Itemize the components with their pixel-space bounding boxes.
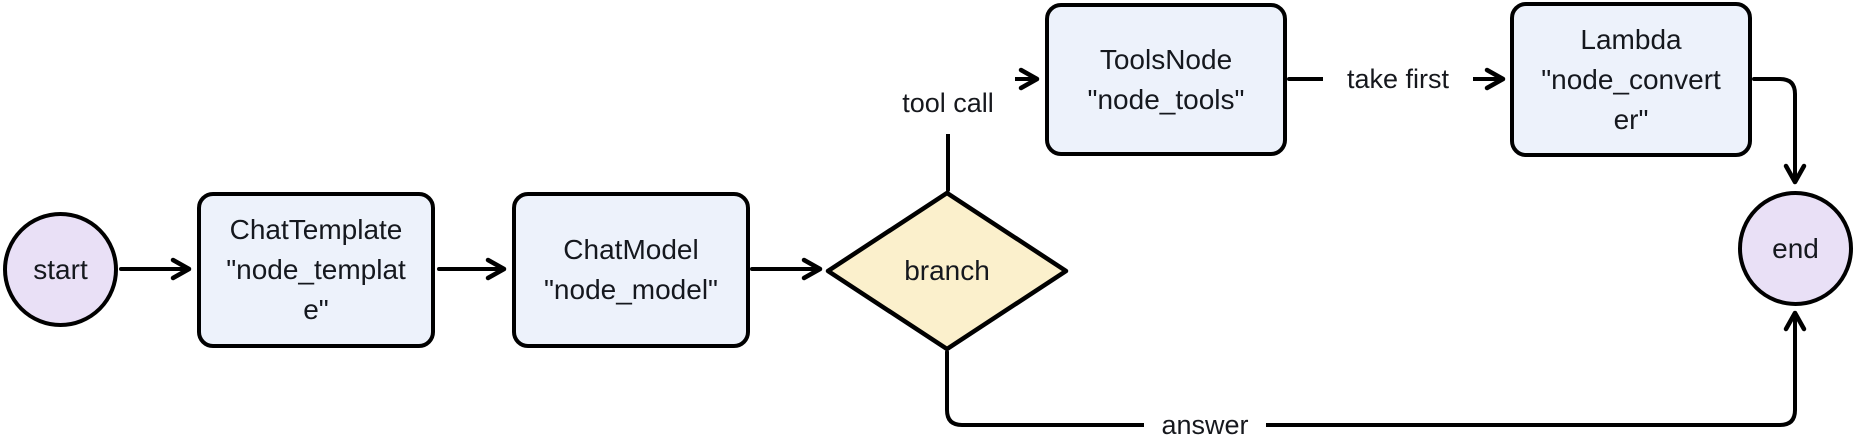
chat-template-node-name: "node_template" xyxy=(226,254,406,325)
end-node: end xyxy=(1738,191,1853,306)
lambda-converter-node-name: "node_converter" xyxy=(1541,63,1721,135)
edge-label-answer: answer xyxy=(1144,405,1266,440)
tools-node-type: ToolsNode xyxy=(1099,43,1233,75)
chat-template-node-type: ChatTemplate xyxy=(229,214,403,245)
edge-label-take-first: take first xyxy=(1323,57,1473,101)
chat-model-node-name: "node_model" xyxy=(543,274,718,305)
end-node-label: end xyxy=(1772,232,1819,264)
chat-model-node: ChatModel "node_model" xyxy=(512,192,750,348)
edge-branch-to-end xyxy=(945,310,1807,427)
lambda-converter-node-type: Lambda xyxy=(1580,23,1682,55)
lambda-converter-node: Lambda "node_converter" xyxy=(1510,2,1752,157)
tools-node-name: "node_tools" xyxy=(1087,83,1245,115)
start-node-label: start xyxy=(33,253,88,285)
start-node: start xyxy=(3,212,118,327)
edge-converter-to-end xyxy=(1752,77,1807,185)
tools-node: ToolsNode "node_tools" xyxy=(1045,3,1287,156)
chat-template-node: ChatTemplate "node_template" xyxy=(197,192,435,348)
edge-label-tool-call: tool call xyxy=(881,72,1015,134)
chat-model-node-type: ChatModel xyxy=(563,234,699,265)
branch-node-label: branch xyxy=(904,255,990,286)
branch-diamond-shape xyxy=(825,190,1069,352)
